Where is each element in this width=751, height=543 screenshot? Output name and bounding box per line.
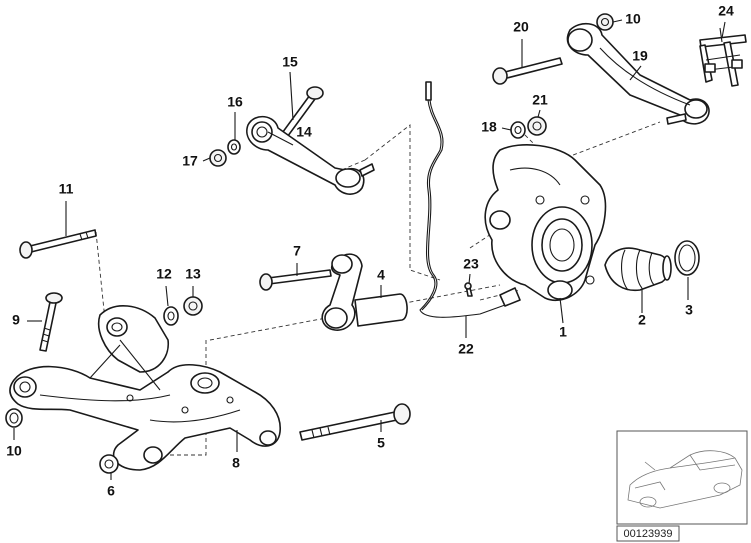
callout-17: 17 [182, 153, 198, 169]
cv-joint-2 [604, 247, 672, 292]
callout-2: 2 [638, 312, 646, 328]
callout-12: 12 [156, 266, 172, 282]
callout-10-upper: 10 [625, 11, 641, 27]
callout-10-lower: 10 [6, 443, 22, 459]
rear-axle-subframe [9, 305, 281, 471]
callout-22: 22 [458, 341, 474, 357]
callout-21: 21 [532, 92, 548, 108]
callout-23: 23 [463, 256, 479, 272]
callout-4: 4 [377, 267, 385, 283]
bushing-10-upper [596, 13, 614, 31]
callout-24: 24 [718, 3, 734, 19]
callout-15: 15 [282, 54, 298, 70]
callouts: 1 2 3 4 5 6 7 8 9 10 10 11 12 13 14 15 1… [6, 3, 734, 499]
leader-lines [13, 19, 726, 480]
bolt-9 [39, 292, 63, 352]
callout-11: 11 [59, 181, 74, 197]
bolt-11 [19, 229, 97, 259]
subframe-bushing-left [5, 408, 23, 428]
nut-13 [183, 296, 203, 316]
screw-23 [464, 282, 473, 297]
toe-link-4 [321, 253, 408, 331]
bolt-5 [299, 403, 411, 441]
bolt-20 [492, 57, 563, 85]
speed-sensor-cable-22 [419, 81, 521, 318]
washer-16 [227, 139, 241, 155]
callout-6: 6 [107, 483, 115, 499]
callout-3: 3 [685, 302, 693, 318]
callout-13: 13 [185, 266, 201, 282]
circlip-3 [674, 240, 700, 276]
washer-12 [163, 306, 179, 326]
callout-20: 20 [513, 19, 529, 35]
wiring-bracket-24 [699, 27, 747, 87]
subframe-bushing-6 [99, 454, 119, 474]
wheel-carrier-1 [484, 144, 607, 302]
callout-19: 19 [632, 48, 648, 64]
bolt-7 [259, 269, 332, 291]
control-arm-19 [566, 22, 710, 125]
callout-8: 8 [232, 455, 240, 471]
reference-number-box: 00123939 [616, 525, 680, 542]
bushing-18 [510, 121, 526, 139]
callout-16: 16 [227, 94, 243, 110]
callout-14: 14 [296, 124, 312, 140]
callout-5: 5 [377, 435, 385, 451]
vehicle-thumbnail [616, 430, 748, 525]
reference-number: 00123939 [624, 528, 673, 540]
callout-7: 7 [293, 243, 301, 259]
callout-1: 1 [559, 324, 567, 340]
nut-17 [209, 149, 227, 167]
callout-18: 18 [481, 119, 497, 135]
callout-9: 9 [12, 312, 20, 328]
bushing-21 [527, 116, 547, 136]
